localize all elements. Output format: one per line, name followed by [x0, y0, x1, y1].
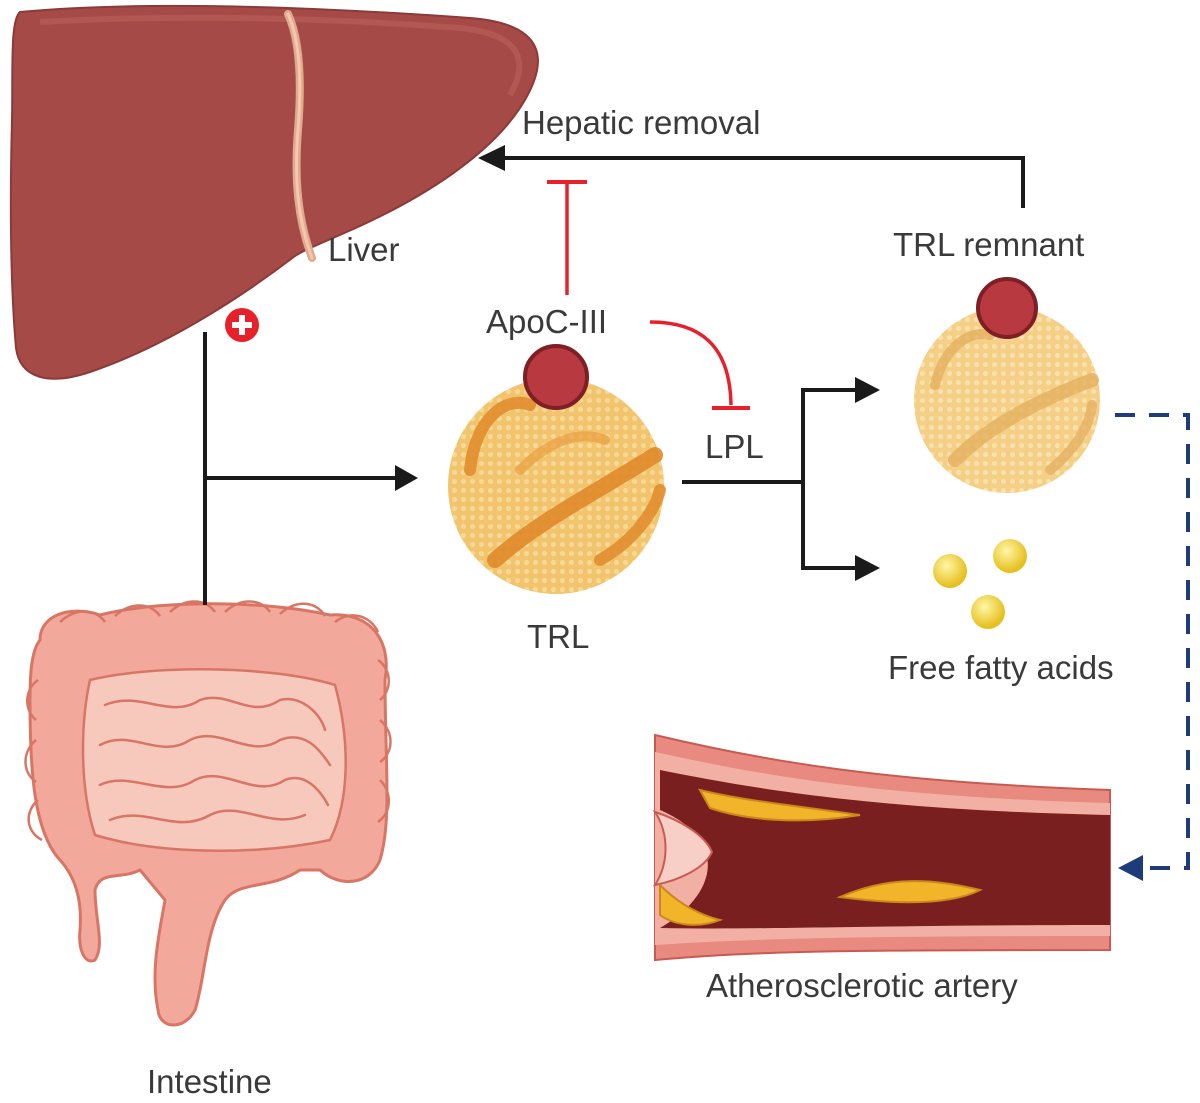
free-fatty-acids-label: Free fatty acids: [888, 649, 1114, 686]
apoc3-particle-trl: [523, 344, 589, 410]
arrow-to-remnant: [855, 377, 880, 403]
lpl-label: LPL: [705, 428, 764, 465]
intestine-illustration: [24, 600, 392, 1027]
trl-particle: [448, 378, 666, 594]
arrow-to-ffa: [855, 555, 880, 581]
trl-remnant-particle: [914, 307, 1100, 493]
dashed-path-to-artery: [1115, 413, 1190, 881]
inhibition-lpl: [649, 320, 750, 410]
artery-illustration: [652, 733, 1111, 962]
inhibition-hepatic-removal: [547, 180, 587, 295]
liver-illustration: [9, 4, 539, 380]
apoc3-particle-remnant: [976, 277, 1038, 339]
lpl-split-connector: [682, 377, 880, 581]
apoc3-label: ApoC-III: [486, 303, 608, 340]
artery-label: Atherosclerotic artery: [706, 967, 1018, 1004]
hepatic-removal-label: Hepatic removal: [522, 104, 761, 141]
intestine-label: Intestine: [147, 1063, 272, 1100]
free-fatty-acid-droplets: [933, 539, 1027, 629]
plus-circle-icon: [225, 308, 259, 342]
arrow-to-trl: [395, 465, 418, 491]
trl-label: TRL: [527, 618, 590, 655]
trl-remnant-label: TRL remnant: [893, 226, 1085, 263]
hepatic-removal-arrow: [478, 145, 1025, 208]
source-connector: [203, 332, 418, 605]
liver-label: Liver: [328, 231, 400, 268]
